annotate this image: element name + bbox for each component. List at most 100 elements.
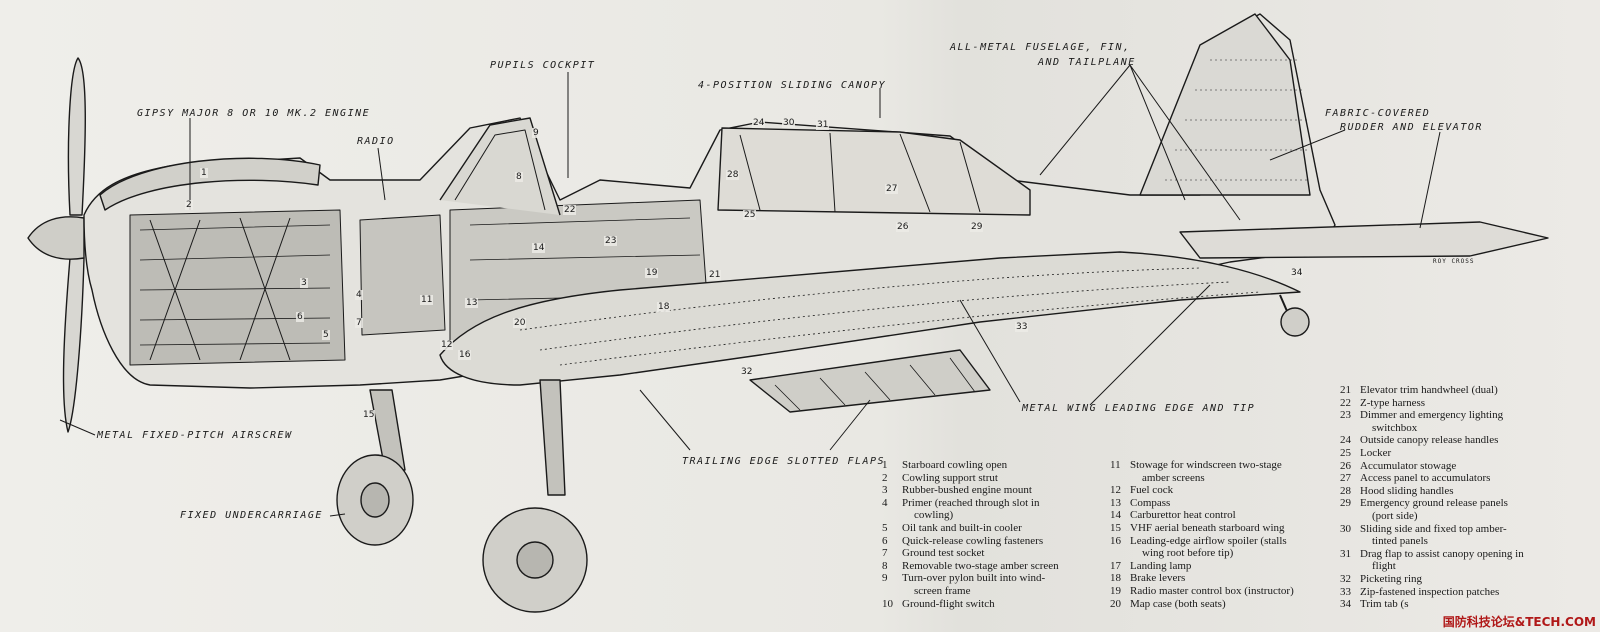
key-number: 17 (1110, 559, 1121, 572)
key-number: 25 (1340, 446, 1351, 459)
key-entry: 1 Starboard cowling open (882, 459, 1087, 472)
propeller (27, 57, 86, 433)
key-text: Rubber-bushed engine mount (902, 484, 1032, 497)
key-text: tinted panels (1372, 535, 1428, 548)
callout-number: 9 (532, 128, 540, 138)
key-text: Emergency ground release panels (1360, 497, 1508, 510)
key-entry: wing root before tip) (1110, 547, 1340, 560)
callout-number: 6 (296, 312, 304, 322)
key-number: 15 (1110, 521, 1121, 534)
label-fabric-line2: RUDDER AND ELEVATOR (1340, 122, 1483, 133)
callout-number: 14 (532, 243, 546, 253)
key-text: Turn-over pylon built into wind- (902, 572, 1046, 585)
key-text: Oil tank and built-in cooler (902, 521, 1022, 534)
key-number: 8 (882, 559, 888, 572)
key-text: Trim tab (s (1360, 598, 1409, 611)
key-text: Radio master control box (instructor) (1130, 584, 1294, 597)
key-text: Brake levers (1130, 572, 1186, 585)
key-number: 28 (1340, 484, 1351, 497)
callout-number: 21 (708, 270, 722, 280)
key-entry: amber screens (1110, 472, 1340, 485)
key-text: Drag flap to assist canopy opening in (1360, 547, 1524, 560)
key-number: 10 (882, 597, 893, 610)
callout-number: 15 (362, 410, 376, 420)
label-radio: RADIO (357, 136, 395, 147)
leader-lines (59, 64, 1441, 517)
label-airscrew: METAL FIXED-PITCH AIRSCREW (97, 430, 293, 441)
key-number (882, 509, 902, 522)
key-number: 32 (1340, 572, 1351, 585)
key-text: Access panel to accumulators (1360, 472, 1491, 485)
front-canopy (439, 117, 561, 216)
label-pupils-cockpit: PUPILS COCKPIT (490, 60, 596, 71)
callout-number: 5 (322, 330, 330, 340)
key-text: Primer (reached through slot in (902, 496, 1040, 509)
label-metal-wing: METAL WING LEADING EDGE AND TIP (1022, 403, 1256, 414)
key-text: Stowage for windscreen two-stage (1130, 459, 1282, 471)
key-number: 9 (882, 572, 888, 585)
watermark: 国防科技论坛&TECH.COM (1442, 615, 1596, 629)
key-text: cowling) (914, 509, 954, 522)
key-text: Map case (both seats) (1130, 597, 1226, 610)
key-number: 31 (1340, 547, 1351, 560)
callout-number: 11 (420, 295, 434, 305)
key-text: Z-type harness (1360, 396, 1426, 409)
callout-number: 4 (355, 290, 363, 300)
key-text: Compass (1130, 496, 1171, 509)
callout-number: 22 (563, 205, 577, 215)
key-text: Locker (1360, 446, 1392, 459)
key-number (1340, 560, 1360, 573)
label-slotted-flaps: TRAILING EDGE SLOTTED FLAPS (682, 456, 886, 467)
callout-number: 1 (200, 168, 208, 178)
key-text: Elevator trim handwheel (dual) (1360, 384, 1498, 396)
key-number: 5 (882, 521, 888, 534)
key-number (1110, 472, 1130, 485)
callout-number: 33 (1015, 322, 1029, 332)
callout-number: 3 (300, 278, 308, 288)
key-entry: cowling) (882, 509, 1087, 522)
callout-number: 23 (604, 236, 618, 246)
key-number: 1 (882, 459, 888, 471)
key-entry: 31 Drag flap to assist canopy opening in (1340, 548, 1590, 561)
wing (439, 251, 1301, 413)
key-text: switchbox (1372, 421, 1418, 434)
callout-number: 8 (515, 172, 523, 182)
key-number: 30 (1340, 522, 1351, 535)
key-number: 19 (1110, 584, 1121, 597)
key-text: wing root before tip) (1142, 547, 1234, 560)
undercarriage (336, 294, 1310, 613)
callout-number: 34 (1290, 268, 1304, 278)
key-number: 24 (1340, 434, 1351, 447)
key-text: Hood sliding handles (1360, 484, 1454, 497)
key-entry: 9 Turn-over pylon built into wind- (882, 572, 1087, 585)
key-entry: 25 Locker (1340, 447, 1590, 460)
label-fuselage-line2: AND TAILPLANE (1038, 57, 1136, 68)
key-number: 12 (1110, 484, 1121, 497)
key-number: 26 (1340, 459, 1351, 472)
key-entry: (port side) (1340, 510, 1590, 523)
key-number: 18 (1110, 572, 1121, 585)
callout-number: 13 (465, 298, 479, 308)
fuselage (83, 13, 1549, 389)
key-text: Starboard cowling open (902, 459, 1008, 471)
callout-number: 29 (970, 222, 984, 232)
key-text: Carburettor heat control (1130, 509, 1236, 522)
key-number: 11 (1110, 459, 1121, 471)
key-number: 2 (882, 471, 888, 484)
key-number: 23 (1340, 409, 1351, 422)
callout-number: 20 (513, 318, 527, 328)
sliding-canopy (717, 127, 1031, 216)
